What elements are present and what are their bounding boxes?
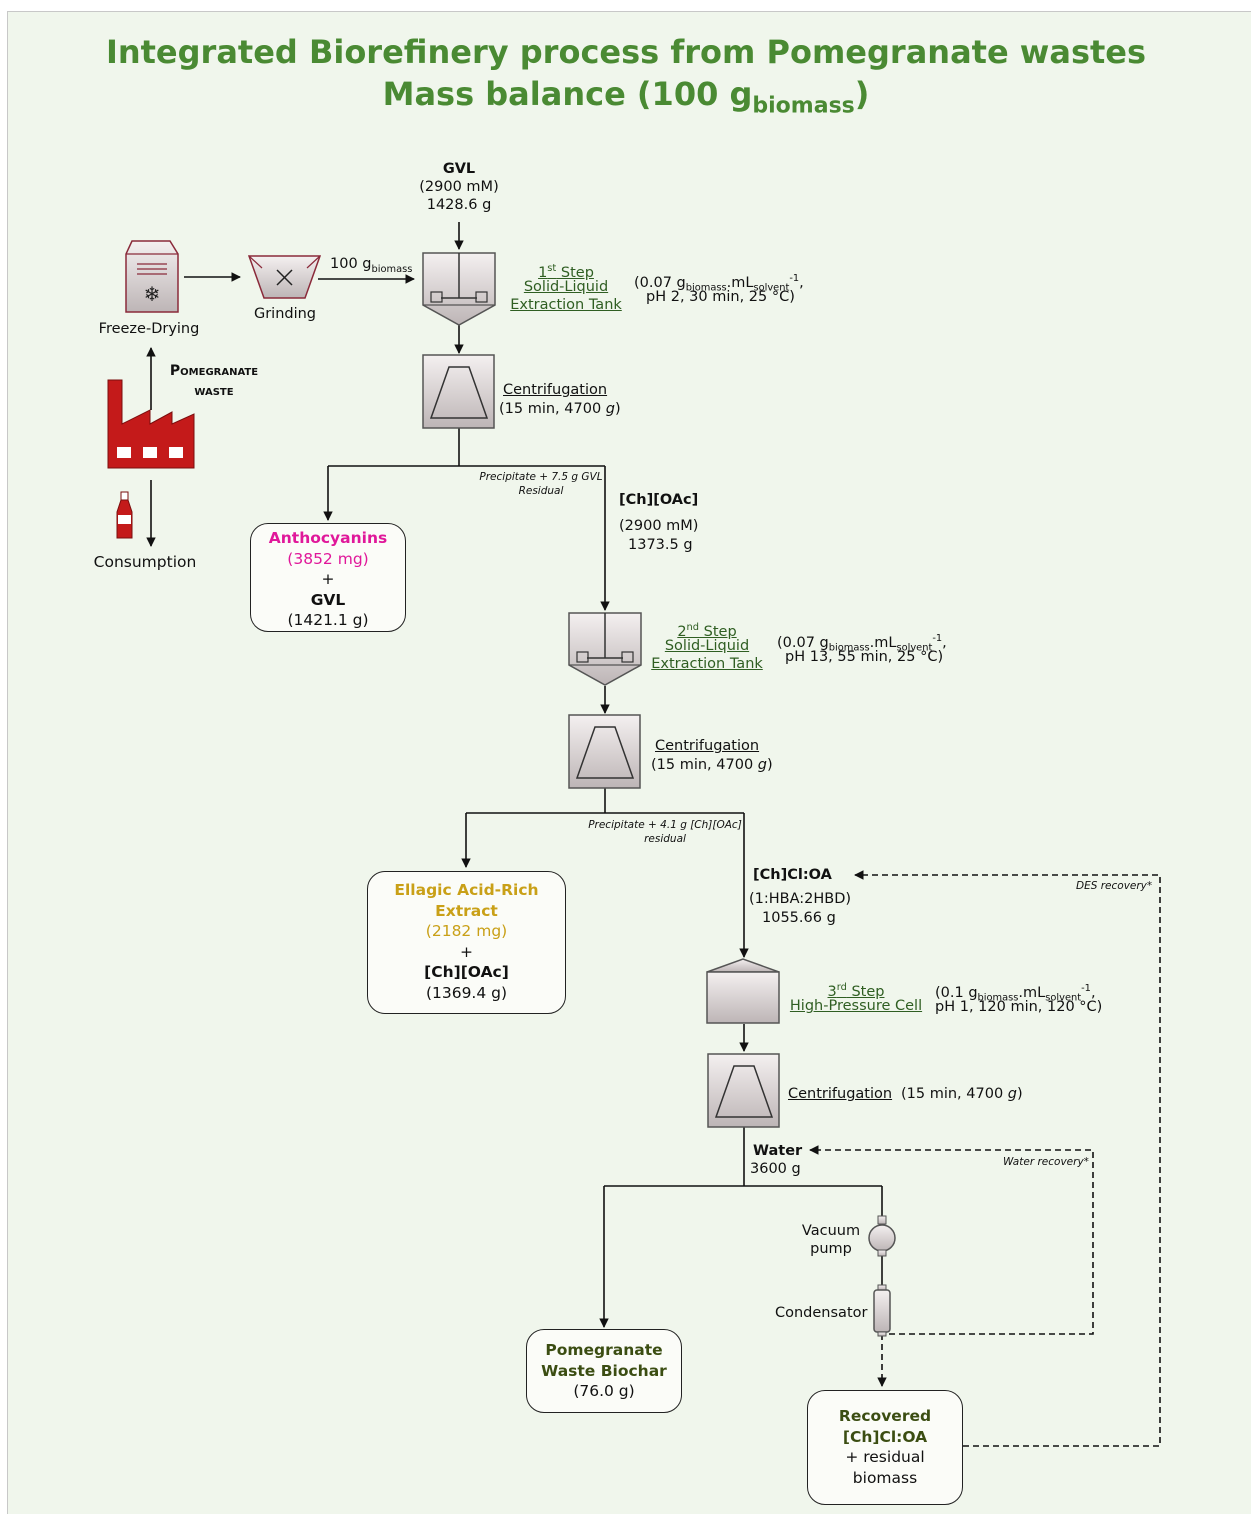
condensator-label: Condensator — [775, 1305, 868, 1321]
condensator-icon — [873, 1284, 891, 1337]
step-3-conditions-2: pH 1, 120 min, 120 °C) — [935, 999, 1103, 1015]
ellagic-solvent-mass: (1369.4 g) — [425, 983, 508, 1002]
vacuum-pump-label-1: Vacuum — [801, 1223, 861, 1239]
gvl-inlet-concentration: (2900 mM) — [419, 179, 499, 195]
recovered-line-2: [Ch]Cl:OA — [842, 1427, 928, 1446]
dashed-des-recovery — [854, 870, 1161, 1447]
extraction-tank-2-icon — [568, 612, 642, 686]
dashed-water-recovery — [809, 1145, 1094, 1335]
anthocyanins-solvent-mass: (1421.1 g) — [287, 611, 369, 629]
recovered-line-1: Recovered — [838, 1407, 932, 1425]
freeze-dryer-icon: ❄ — [125, 240, 179, 313]
svg-text:❄: ❄ — [144, 282, 161, 306]
anthocyanins-plus: + — [321, 570, 335, 588]
step-2-line-3: Extraction Tank — [651, 656, 763, 672]
residual-2-line-1: Precipitate + 4.1 g [Ch][OAc] — [588, 819, 742, 831]
recovered-des-box: Recovered [Ch]Cl:OA + residual biomass — [807, 1390, 963, 1505]
centrifuge-3-icon — [707, 1053, 780, 1128]
vacuum-pump-label-2: pump — [810, 1241, 852, 1257]
ellagic-name-line-1: Ellagic Acid-Rich — [394, 881, 539, 899]
anthocyanins-amount: (3852 mg) — [287, 549, 369, 568]
vacuum-pump-icon — [868, 1215, 896, 1257]
feed-mass-label: 100 gbiomass — [330, 256, 413, 275]
centrifugation-3-label: Centrifugation — [788, 1086, 893, 1102]
step-1-line-2: Solid-Liquid — [523, 279, 609, 295]
ellagic-amount: (2182 mg) — [425, 922, 508, 940]
biochar-line-1: Pomegranate — [545, 1341, 663, 1359]
anthocyanins-solvent: GVL — [310, 590, 346, 609]
centrifugation-1-label: Centrifugation — [503, 382, 608, 398]
residual-1-line-2: Residual — [518, 485, 564, 497]
choac-inlet-name: [Ch][OAc] — [619, 492, 699, 508]
step-2-line-2: Solid-Liquid — [664, 638, 750, 654]
choac-inlet-concentration: (2900 mM) — [619, 518, 699, 534]
step-3-conditions-1: (0.1 gbiomass.mLsolvent-1, — [935, 983, 1096, 1004]
water-name: Water — [753, 1143, 803, 1159]
anthocyanins-product-box: Anthocyanins (3852 mg) + GVL (1421.1 g) — [250, 523, 406, 632]
pomegranate-waste-label-1: Pomegranate — [169, 363, 259, 379]
centrifugation-2-label: Centrifugation — [655, 738, 760, 754]
recovered-line-3: + residual — [845, 1448, 925, 1466]
centrifuge-1-icon — [422, 354, 495, 429]
water-recovery-label: Water recovery* — [1003, 1156, 1089, 1168]
step-1-conditions-1: (0.07 gbiomass.mLsolvent-1, — [634, 273, 804, 294]
biochar-mass: (76.0 g) — [573, 1382, 635, 1400]
grinding-label: Grinding — [253, 306, 317, 322]
choac-inlet-mass: 1373.5 g — [628, 537, 693, 553]
step-2-conditions-2: pH 13, 55 min, 25 °C) — [785, 649, 944, 665]
consumption-label: Consumption — [93, 553, 197, 571]
centrifugation-3-conditions: (15 min, 4700 g) — [901, 1086, 1023, 1102]
des-recovery-label: DES recovery* — [1076, 880, 1153, 892]
ellagic-acid-product-box: Ellagic Acid-Rich Extract (2182 mg) + [C… — [367, 871, 566, 1014]
ellagic-name-line-2: Extract — [435, 901, 498, 920]
gvl-inlet-mass: 1428.6 g — [426, 197, 492, 213]
water-mass: 3600 g — [750, 1161, 801, 1177]
step-3-line-2: High-Pressure Cell — [789, 998, 923, 1014]
diagram-title-line-2: Mass balance (100 gbiomass) — [382, 75, 870, 119]
step-2-title: 2nd Step — [677, 622, 737, 640]
biochar-line-2: Waste Biochar — [541, 1361, 667, 1380]
ellagic-solvent: [Ch][OAc] — [424, 963, 509, 981]
gvl-inlet-name: GVL — [442, 161, 476, 177]
ellagic-plus: + — [460, 942, 473, 961]
extraction-tank-1-icon — [422, 252, 496, 326]
factory-icon — [107, 379, 195, 469]
step-2-conditions-1: (0.07 gbiomass.mLsolvent-1, — [777, 633, 947, 654]
centrifuge-2-icon — [568, 714, 641, 789]
grinder-icon — [247, 255, 322, 299]
centrifugation-1-conditions: (15 min, 4700 g) — [499, 401, 621, 417]
step-3-title: 3rd Step — [827, 982, 885, 1000]
des-inlet-ratio: (1:HBA:2HBD) — [749, 891, 852, 907]
step-1-title: 1st Step — [538, 263, 594, 281]
juice-bottle-icon — [116, 491, 133, 539]
pomegranate-waste-label-2: waste — [194, 383, 234, 399]
biochar-product-box: Pomegranate Waste Biochar (76.0 g) — [526, 1329, 682, 1413]
step-1-conditions-2: pH 2, 30 min, 25 °C) — [646, 289, 795, 305]
high-pressure-cell-icon — [706, 958, 780, 1024]
residual-2-line-2: residual — [644, 833, 686, 845]
step-1-line-3: Extraction Tank — [510, 297, 622, 313]
diagram-title-line-1: Integrated Biorefinery process from Pome… — [105, 33, 1147, 71]
centrifugation-2-conditions: (15 min, 4700 g) — [651, 757, 773, 773]
des-inlet-name: [Ch]Cl:OA — [753, 867, 832, 883]
des-inlet-mass: 1055.66 g — [762, 910, 836, 926]
recovered-line-4: biomass — [852, 1468, 918, 1487]
anthocyanins-name: Anthocyanins — [268, 529, 388, 547]
freeze-drying-label: Freeze-Drying — [98, 321, 200, 337]
residual-1-line-1: Precipitate + 7.5 g GVL — [479, 471, 603, 483]
